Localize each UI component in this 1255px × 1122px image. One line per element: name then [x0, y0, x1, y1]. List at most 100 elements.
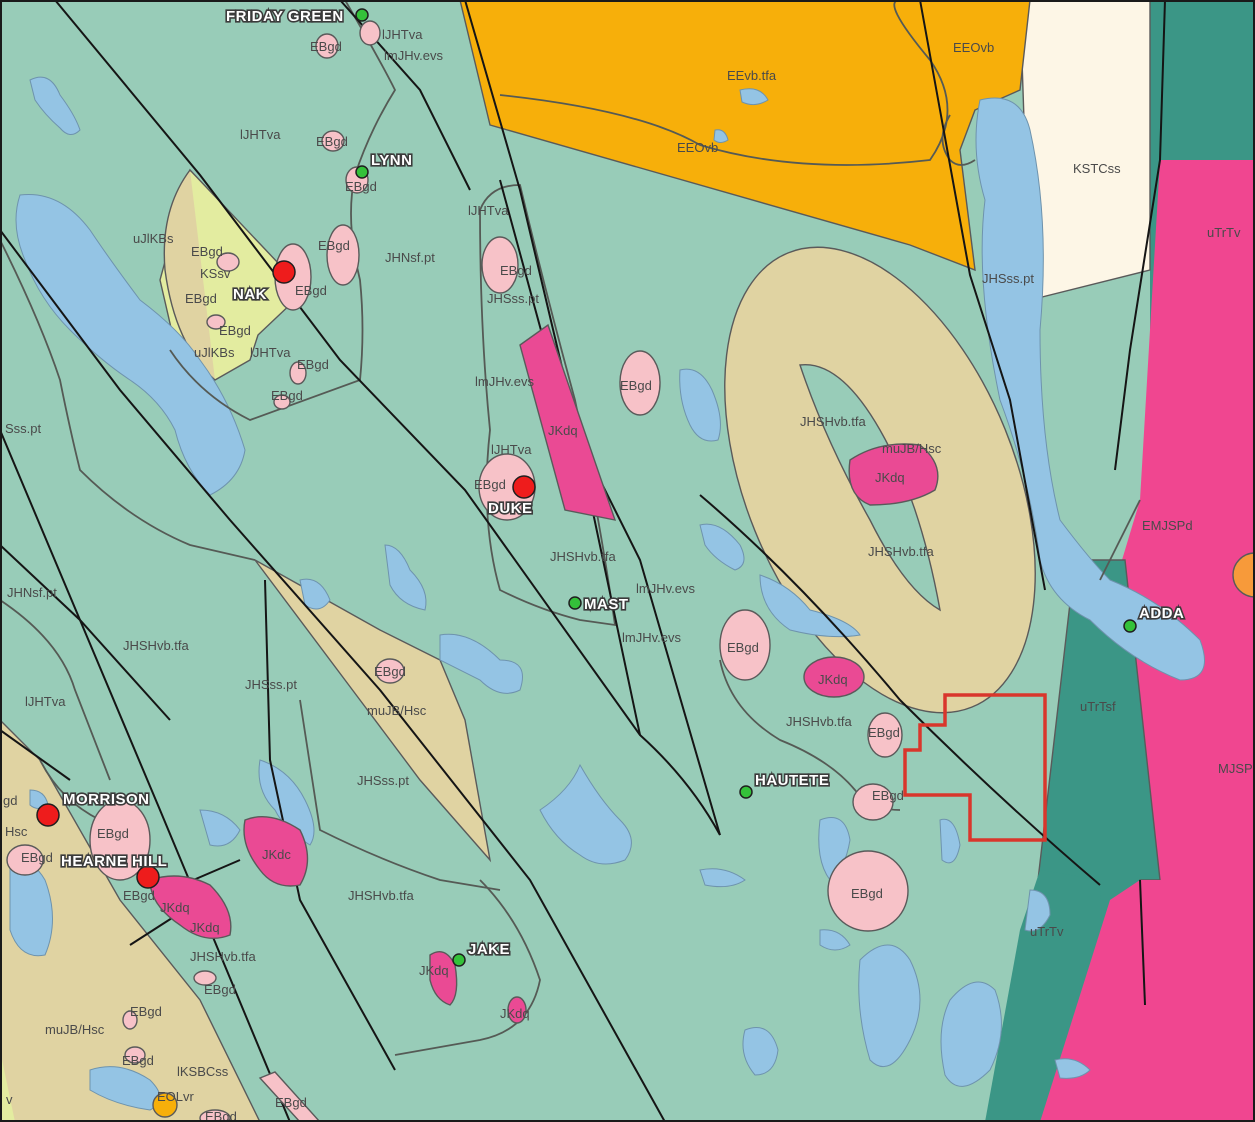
pond-nw: [29, 76, 81, 135]
unit-label: EBgd: [868, 725, 900, 740]
site-marker-minor[interactable]: [739, 785, 753, 799]
pond-w-1: [384, 544, 427, 611]
ebgd-body-11: [321, 130, 345, 152]
site-marker-minor[interactable]: [355, 8, 369, 22]
orange-internal-contact: [499, 0, 949, 166]
site-marker-major[interactable]: [512, 475, 536, 499]
site-label-morrison[interactable]: MORRISON: [61, 789, 150, 809]
pond-south-5: [819, 929, 851, 951]
pond-south-1: [858, 944, 921, 1068]
mujb-hsc-tan-belt: [254, 559, 492, 863]
orange-intrusion-edge: [1232, 552, 1255, 598]
fault-1: [54, 0, 641, 736]
unit-label: EBgd: [318, 238, 350, 253]
magenta-unit-southeast: [1040, 880, 1255, 1122]
unit-label: EMJSPd: [1142, 518, 1193, 533]
unit-label: JKdq: [818, 672, 848, 687]
site-label-duke[interactable]: DUKE: [486, 498, 533, 518]
site-marker-minor[interactable]: [355, 165, 369, 179]
pond-w-4: [199, 809, 241, 847]
pond-south-6: [1024, 889, 1051, 932]
unit-label: Sss.pt: [5, 421, 42, 436]
unit-label: EEvb.tfa: [727, 68, 777, 83]
fault-2: [0, 229, 666, 1122]
unit-label: lmJHv.evs: [475, 374, 534, 389]
pond-south-4: [699, 868, 746, 888]
ebgd-body-16: [216, 252, 240, 272]
site-label-hearne-hill[interactable]: HEARNE HILL: [59, 851, 168, 871]
unit-label: JHSss.pt: [982, 271, 1034, 286]
site-marker-major[interactable]: [272, 260, 296, 284]
pond-se-2: [939, 818, 961, 864]
site-label-mast[interactable]: MAST: [582, 594, 629, 614]
pond-orange: [739, 88, 769, 106]
pond-small-1: [699, 523, 745, 571]
unit-label: JHSHvb.tfa: [868, 544, 935, 559]
unit-label: gd: [3, 793, 17, 808]
unit-label: JKdq: [875, 470, 905, 485]
unit-label: uTrTv: [1207, 225, 1241, 240]
unit-label: lJHTva: [25, 694, 66, 709]
unit-label: JHSHvb.tfa: [123, 638, 190, 653]
unit-label: JHSHvb.tfa: [348, 888, 415, 903]
contact-sw: [0, 599, 111, 781]
unit-label: Hsc: [5, 824, 28, 839]
jkdq-body-2: [803, 656, 865, 698]
unit-label: JHSHvb.tfa: [786, 714, 853, 729]
ebgd-body-10: [359, 20, 381, 46]
unit-label: EBgd: [474, 477, 506, 492]
site-label-friday-green[interactable]: FRIDAY GREEN: [224, 6, 344, 26]
site-marker-minor[interactable]: [452, 953, 466, 967]
ebgd-body-9: [315, 33, 339, 59]
ebgd-body-17: [273, 394, 291, 410]
unit-label: muJB/Hsc: [45, 1022, 105, 1037]
unit-label: EBgd: [851, 886, 883, 901]
unit-label: JHSHvb.tfa: [190, 949, 257, 964]
pond-center-east: [759, 574, 861, 638]
unit-label: EBgd: [205, 1109, 237, 1122]
unit-label: JHNsf.pt: [385, 250, 435, 265]
contact-west: [0, 239, 256, 561]
site-marker-minor[interactable]: [1123, 619, 1137, 633]
site-label-nak[interactable]: NAK: [231, 284, 268, 304]
site-label-lynn[interactable]: LYNN: [369, 150, 413, 170]
unit-label: EBgd: [219, 323, 251, 338]
site-label-jake[interactable]: JAKE: [466, 939, 511, 959]
unit-label: KSsv: [200, 266, 231, 281]
unit-label: JHSss.pt: [245, 677, 297, 692]
unit-label: EBgd: [130, 1004, 162, 1019]
contact-duke-belt: [479, 184, 617, 627]
unit-label: uTrTv: [1030, 924, 1064, 939]
fault-10: [1114, 0, 1166, 471]
site-label-hautete[interactable]: HAUTETE: [753, 770, 830, 790]
ebgd-body-20: [199, 1109, 231, 1122]
fault-9: [919, 0, 1046, 591]
pond-se-3: [1054, 1058, 1091, 1079]
property-boundary[interactable]: [903, 693, 1047, 842]
jkdq-body-jake: [429, 951, 458, 1006]
site-marker-major[interactable]: [36, 803, 60, 827]
contact-jake: [394, 879, 541, 1056]
lime-corner: [0, 1050, 15, 1122]
jkdq-body-4: [149, 875, 232, 939]
ebgd-body-13: [6, 844, 44, 876]
unit-label: JKdq: [160, 900, 190, 915]
unit-label: JKdc: [262, 847, 291, 862]
unit-label: JHNsf.pt: [7, 585, 57, 600]
fault-thin-hautete: [699, 494, 1101, 886]
site-marker-major[interactable]: [136, 865, 160, 889]
unit-label: JKdq: [190, 920, 220, 935]
ebgd-body-21: [124, 1046, 146, 1064]
ebgd-body-6: [481, 236, 519, 294]
unit-label: JHSss.pt: [357, 773, 409, 788]
unit-label: lJHTva: [468, 203, 509, 218]
unit-label: v: [6, 1092, 13, 1107]
site-marker-minor[interactable]: [568, 596, 582, 610]
unit-label: lJHTva: [382, 27, 423, 42]
unit-label: lmJHv.evs: [622, 630, 681, 645]
pond-central-w: [439, 633, 523, 694]
site-label-adda[interactable]: ADDA: [1137, 603, 1185, 623]
pond-w-3: [258, 759, 315, 846]
